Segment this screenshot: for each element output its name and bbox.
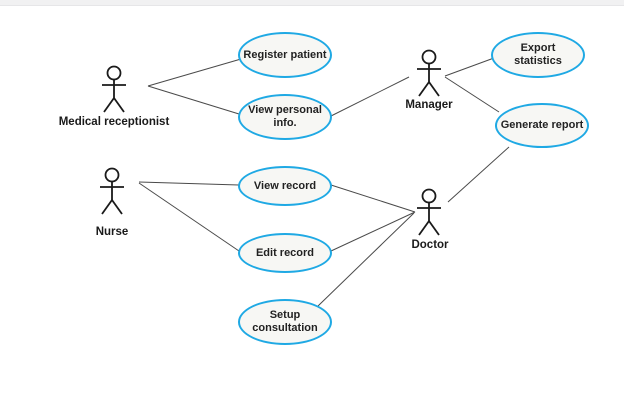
association-receptionist-register-patient [147,58,242,87]
association-edit-record-doctor [330,211,416,252]
actor-medical-receptionist-label: Medical receptionist [58,116,170,128]
usecase-view-personal-info: View personal info. [238,94,332,140]
usecase-label: Generate report [500,119,584,131]
actor-manager-label: Manager [405,99,453,111]
association-setup-consultation-doctor [317,212,415,307]
association-view-record-doctor [330,184,416,213]
usecase-edit-record: Edit record [238,233,332,273]
usecase-view-record: View record [238,166,332,206]
usecase-register-patient: Register patient [238,32,332,78]
association-nurse-edit-record [138,182,240,252]
association-receptionist-view-personal-info [147,85,240,115]
usecase-export-statistics: Export statistics [491,32,585,78]
usecase-label: Edit record [255,246,315,259]
actor-doctor-icon [414,188,444,236]
actor-nurse-icon [97,167,127,215]
actor-medical-receptionist-icon [99,65,129,113]
usecase-generate-report: Generate report [495,103,589,148]
usecase-label: Register patient [243,48,327,61]
association-manager-export-statistics [444,57,495,77]
association-view-personal-info-manager [330,76,410,117]
association-generate-report-doctor [447,146,510,203]
usecase-setup-consultation: Setup consultation [238,299,332,345]
actor-nurse-label: Nurse [95,226,129,238]
page-top-strip [0,0,624,6]
association-nurse-view-record [138,181,240,186]
actor-doctor-label: Doctor [411,239,449,251]
usecase-label: Setup consultation [252,309,318,334]
actor-manager-icon [414,49,444,97]
usecase-label: Export statistics [514,42,562,67]
association-manager-generate-report [444,76,500,113]
usecase-label: View record [253,179,317,192]
usecase-label: View personal info. [248,104,322,129]
